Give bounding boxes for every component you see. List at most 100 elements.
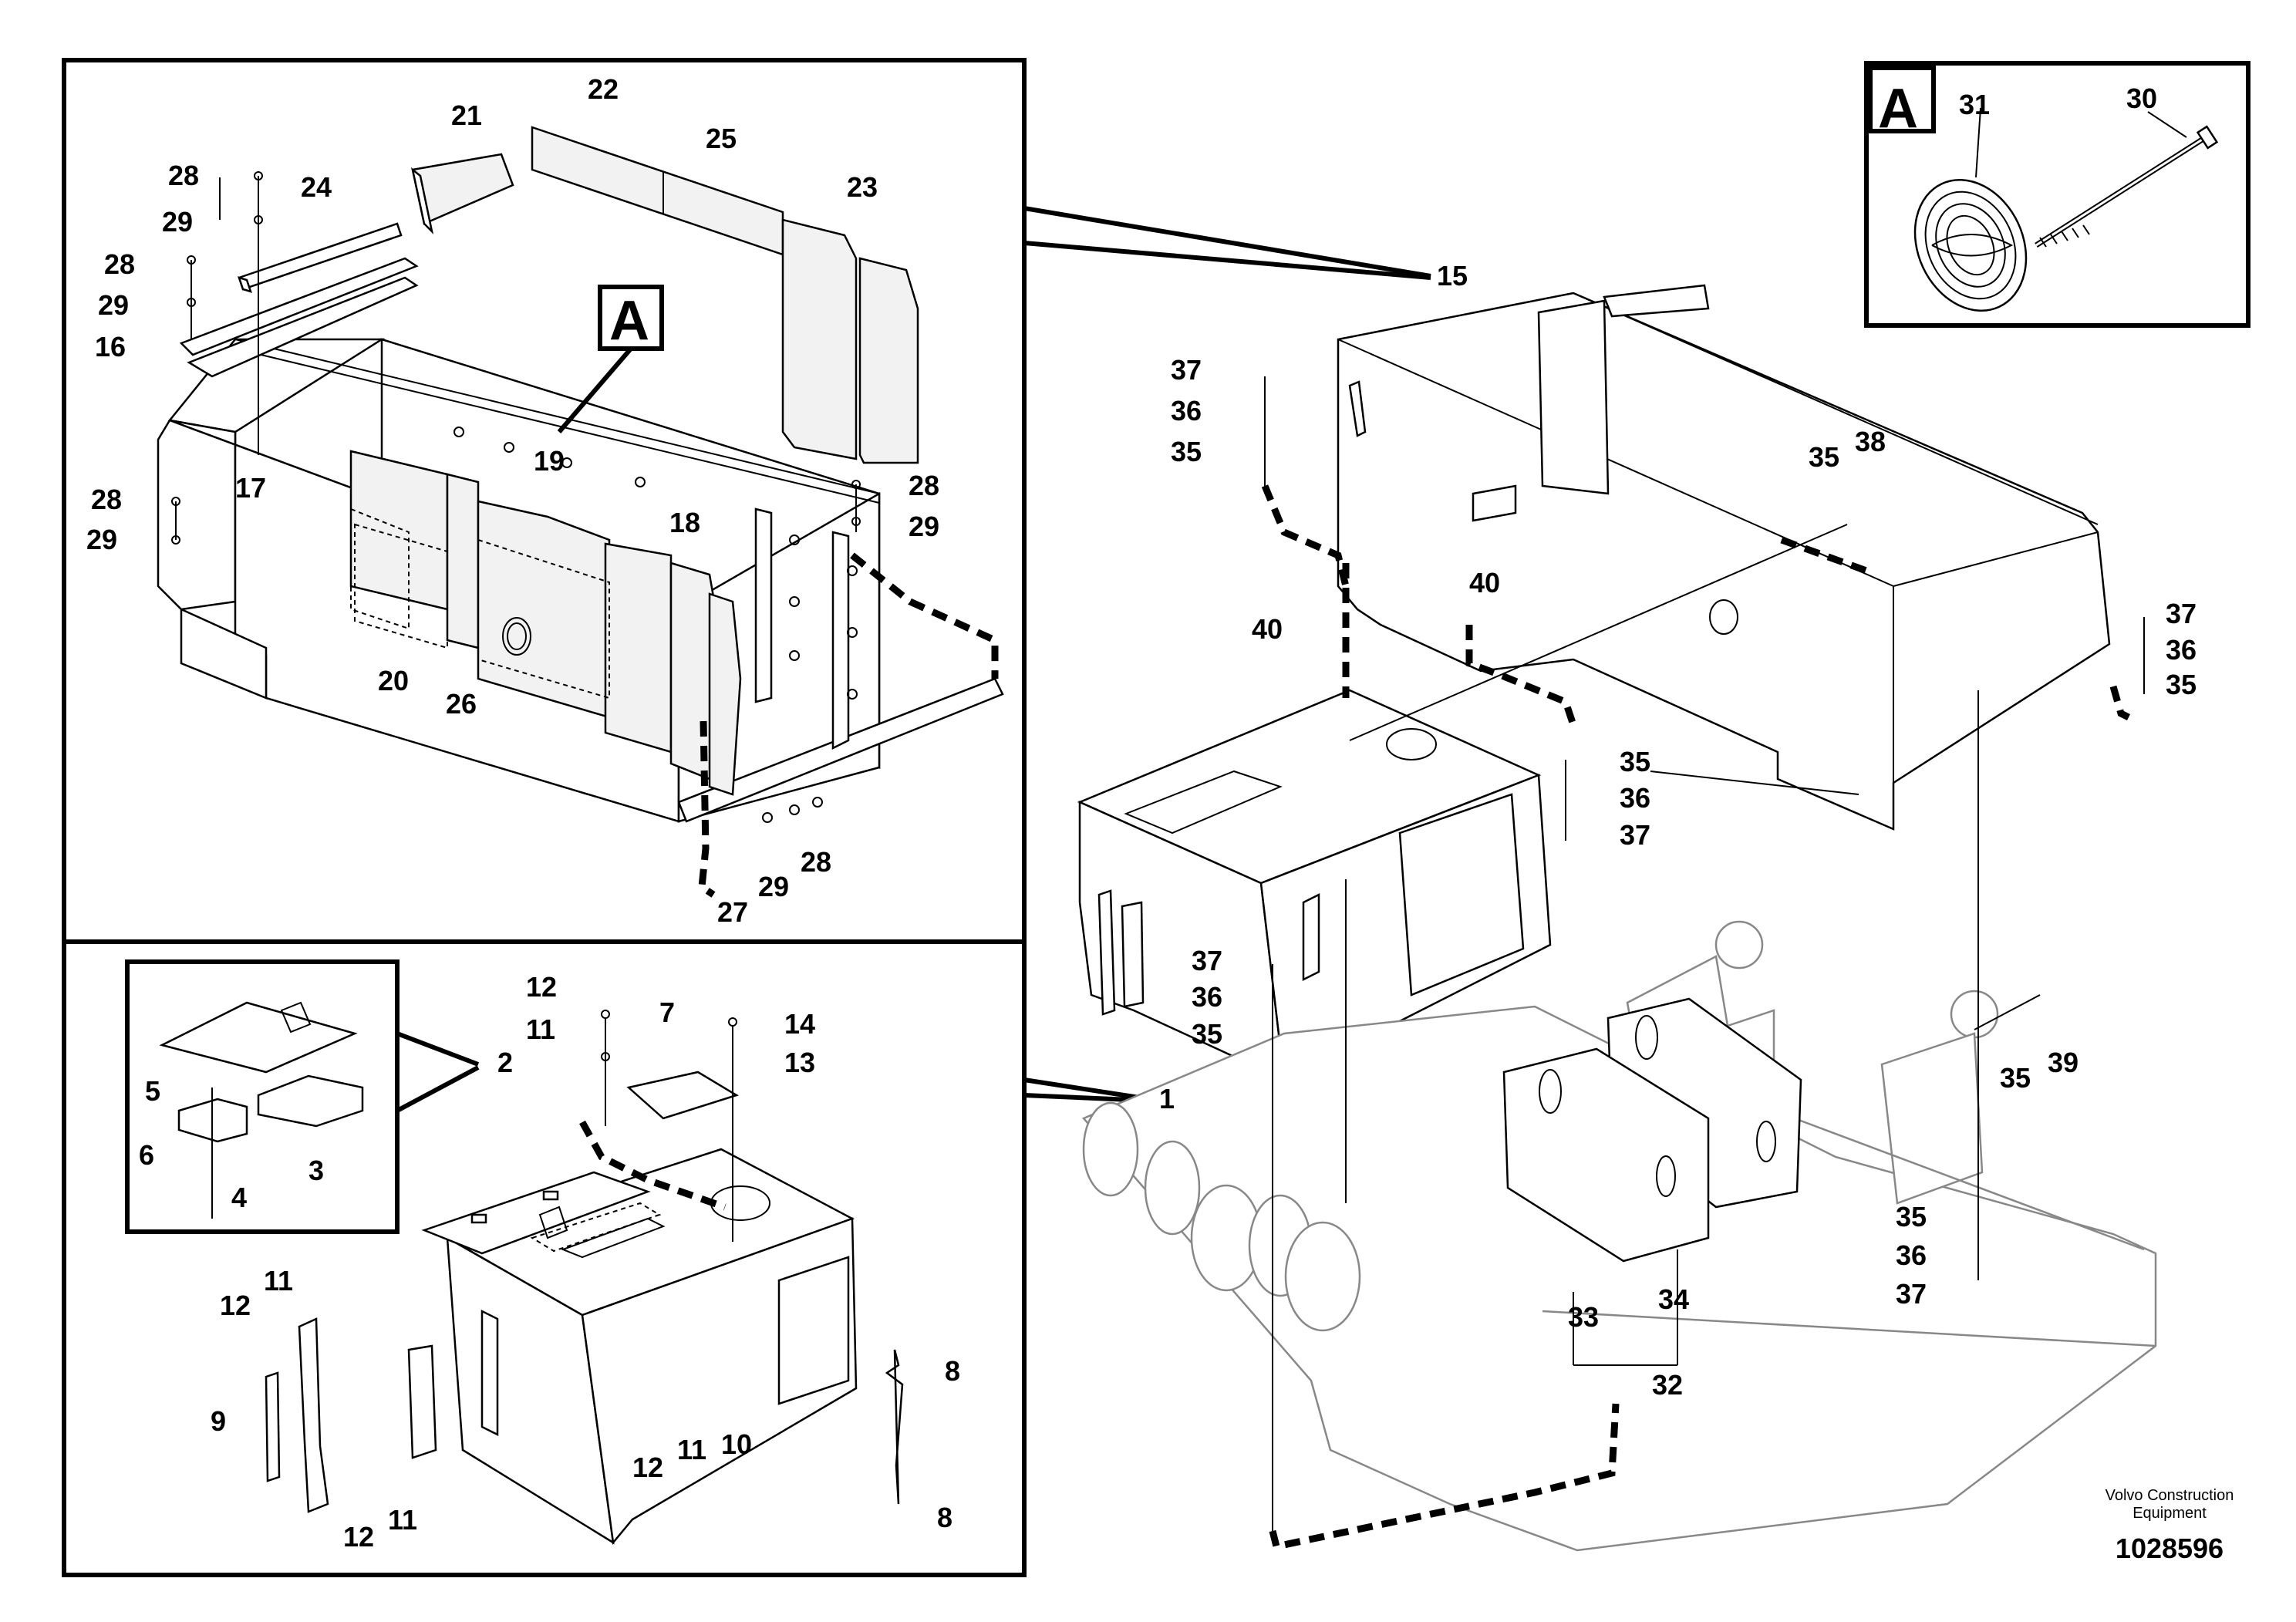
part-23-side-insulation <box>781 218 919 464</box>
callout-16: 16 <box>95 331 126 363</box>
callout-23: 23 <box>847 171 878 203</box>
upper-panel-chain <box>850 552 999 679</box>
callout-5: 5 <box>145 1075 160 1107</box>
callout-29c: 29 <box>86 524 117 555</box>
callout-12d: 12 <box>343 1521 374 1553</box>
callout-20: 20 <box>378 665 409 696</box>
callout-12c: 12 <box>632 1452 663 1483</box>
detail-a-ref-marker: A <box>609 290 649 352</box>
callout-12a: 12 <box>526 971 557 1003</box>
callout-39: 39 <box>2048 1047 2079 1078</box>
frame-pointer-15 <box>1022 60 1431 280</box>
callout-36c: 36 <box>1620 782 1650 814</box>
fastener-28-29-left <box>171 171 861 823</box>
callout-31: 31 <box>1959 89 1990 120</box>
callout-35g: 35 <box>1896 1201 1927 1233</box>
main-chassis-chain <box>1269 1403 1620 1551</box>
footer-company-line1: Volvo Construction <box>2106 1487 2234 1504</box>
callout-40b: 40 <box>1252 613 1283 645</box>
lower-side-panels <box>265 1317 904 1513</box>
main-upper-chain-mid <box>1465 625 1577 727</box>
callout-40a: 40 <box>1469 567 1500 599</box>
callout-6: 6 <box>139 1139 154 1171</box>
main-upper-chain-left <box>1261 484 1350 588</box>
callout-36e: 36 <box>1896 1239 1927 1271</box>
callout-37b: 37 <box>2166 598 2197 629</box>
callout-35b: 35 <box>1809 441 1839 473</box>
sub-detail-plate-2 <box>159 1001 358 1074</box>
callout-2: 2 <box>497 1047 513 1078</box>
callout-36a: 36 <box>1171 395 1202 427</box>
callout-11c: 11 <box>677 1434 706 1465</box>
callout-7: 7 <box>659 996 675 1028</box>
callout-37c: 37 <box>1620 819 1650 851</box>
lower-left-panel <box>62 939 1027 1577</box>
footer-company-line2: Equipment <box>2132 1505 2207 1522</box>
callout-19: 19 <box>534 445 565 477</box>
main-upper-chain-right2 <box>2109 685 2131 721</box>
callout-27: 27 <box>717 896 748 928</box>
callout-21: 21 <box>451 99 482 131</box>
callout-29b: 29 <box>98 289 129 321</box>
frame-pointer-2 <box>396 1031 480 1113</box>
callout-29a: 29 <box>162 206 193 238</box>
callout-18: 18 <box>669 507 700 538</box>
callout-36d: 36 <box>1192 981 1222 1013</box>
lower-part-2-plate <box>421 1171 651 1255</box>
callout-35d: 35 <box>1620 746 1650 777</box>
callout-14: 14 <box>784 1008 815 1040</box>
callout-29d: 29 <box>909 511 939 542</box>
callout-9: 9 <box>211 1405 226 1437</box>
callout-28e: 28 <box>801 846 831 878</box>
main-upper-chain-right <box>1780 536 1868 575</box>
callout-8a: 8 <box>945 1355 960 1387</box>
callout-11b: 11 <box>264 1265 293 1297</box>
document-number: 1028596 <box>2116 1533 2224 1564</box>
callout-28d: 28 <box>909 470 939 501</box>
callout-17: 17 <box>235 472 266 504</box>
callout-38: 38 <box>1855 426 1886 457</box>
callout-1: 1 <box>1159 1083 1175 1114</box>
callout-4: 4 <box>231 1182 247 1213</box>
callout-10: 10 <box>721 1428 752 1460</box>
callout-34: 34 <box>1658 1283 1689 1315</box>
detail-a-panel <box>1864 61 2250 328</box>
callout-11d: 11 <box>388 1504 417 1536</box>
callout-30: 30 <box>2126 83 2157 114</box>
callout-35f: 35 <box>2000 1062 2031 1094</box>
callout-35a: 35 <box>1171 436 1202 467</box>
callout-37a: 37 <box>1171 354 1202 386</box>
rod-part-30 <box>2035 125 2219 248</box>
insulation-panels <box>349 450 742 796</box>
callout-13: 13 <box>784 1047 815 1078</box>
callout-26: 26 <box>446 688 477 720</box>
main-box-1 <box>1077 689 1552 1082</box>
callout-24: 24 <box>301 171 332 203</box>
upper-panel-chain-2 <box>698 720 716 898</box>
lower-box-chain <box>579 1120 727 1211</box>
callout-3: 3 <box>308 1155 324 1186</box>
callout-15: 15 <box>1437 260 1468 292</box>
callout-32: 32 <box>1652 1369 1683 1401</box>
callout-37e: 37 <box>1896 1278 1927 1310</box>
callout-25: 25 <box>706 123 737 154</box>
callout-35e: 35 <box>1192 1018 1222 1050</box>
callout-35c: 35 <box>2166 669 2197 700</box>
part-21-block <box>411 153 514 234</box>
grommet-part-31 <box>1913 178 2028 312</box>
callout-36b: 36 <box>2166 634 2197 666</box>
lower-box-frame <box>444 1148 858 1545</box>
part-22-25-long-insulation <box>531 126 784 256</box>
callout-28c: 28 <box>91 484 122 515</box>
sub-detail-block-3-4 <box>177 1074 364 1143</box>
part-16-24-brackets <box>179 222 419 378</box>
sub-detail-panel <box>125 959 400 1234</box>
callout-22: 22 <box>588 73 619 105</box>
lower-part-7-plate <box>626 1071 740 1120</box>
callout-12b: 12 <box>220 1290 251 1321</box>
callout-28a: 28 <box>168 160 199 191</box>
callout-29e: 29 <box>758 871 789 902</box>
callout-37d: 37 <box>1192 945 1222 976</box>
callout-8b: 8 <box>937 1502 952 1533</box>
